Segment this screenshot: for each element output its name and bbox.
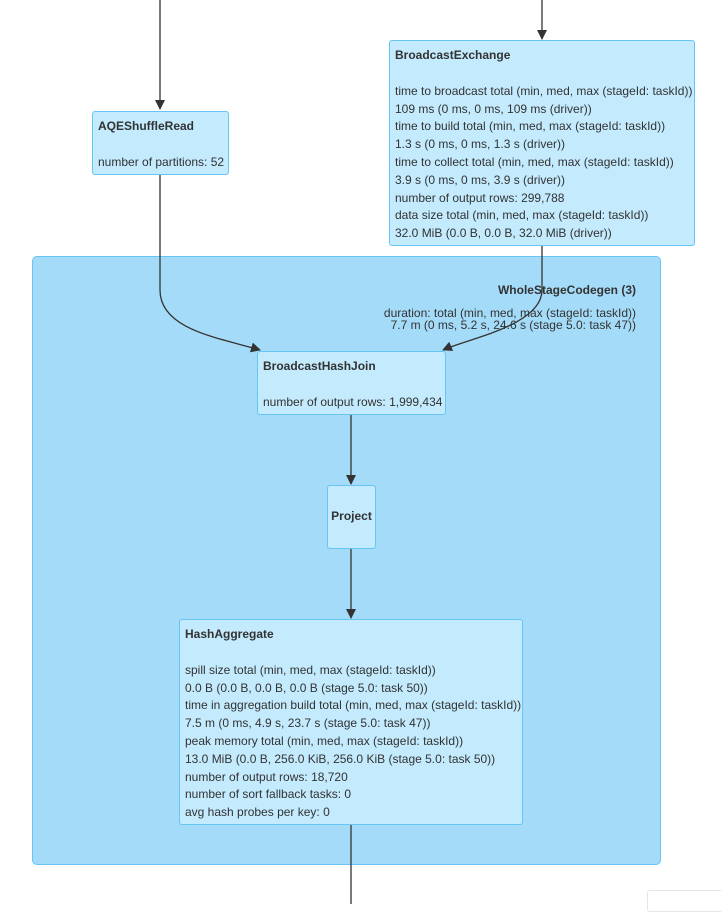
corner-widget [647,890,721,912]
node-project[interactable]: Project [327,485,376,549]
node-title: BroadcastHashJoin [263,359,376,373]
metric-line: number of sort fallback tasks: 0 [185,787,352,802]
cluster-duration-metric: duration: total (min, med, max (stageId:… [384,307,636,331]
metric-line: time in aggregation build total (min, me… [185,698,522,713]
metric-line: peak memory total (min, med, max (stageI… [185,733,464,748]
node-metrics: number of partitions: 52 [98,154,225,172]
cluster-title: WholeStageCodegen (3) [497,283,636,297]
metric-line: number of output rows: 299,788 [395,190,565,205]
node-title: AQEShuffleRead [98,119,195,133]
node-metrics: spill size total (min, med, max (stageId… [185,662,522,822]
cluster-metric-value: 7.7 m (0 ms, 5.2 s, 24.6 s (stage 5.0: t… [390,318,636,332]
metric-line: 109 ms (0 ms, 0 ms, 109 ms (driver)) [395,101,592,116]
metric-line: 1.3 s (0 ms, 0 ms, 1.3 s (driver)) [395,137,566,152]
metric-line: number of partitions: 52 [98,154,225,169]
node-title: Project [331,509,372,524]
node-hash-aggregate[interactable]: HashAggregate spill size total (min, med… [179,619,523,825]
node-metrics: number of output rows: 1,999,434 [263,394,443,412]
node-title: BroadcastExchange [395,48,511,62]
metric-line: 0.0 B (0.0 B, 0.0 B, 0.0 B (stage 5.0: t… [185,680,428,695]
metric-line: number of output rows: 1,999,434 [263,394,443,409]
metric-line: number of output rows: 18,720 [185,769,348,784]
node-broadcast-hash-join[interactable]: BroadcastHashJoin number of output rows:… [257,351,446,415]
metric-line: 13.0 MiB (0.0 B, 256.0 KiB, 256.0 KiB (s… [185,751,496,766]
metric-line: time to build total (min, med, max (stag… [395,119,666,134]
metric-line: 32.0 MiB (0.0 B, 0.0 B, 32.0 MiB (driver… [395,226,612,241]
node-title: HashAggregate [185,627,274,641]
node-aqe-shuffle-read[interactable]: AQEShuffleRead number of partitions: 52 [92,111,229,175]
node-broadcast-exchange[interactable]: BroadcastExchange time to broadcast tota… [389,40,695,246]
metric-line: 7.5 m (0 ms, 4.9 s, 23.7 s (stage 5.0: t… [185,716,431,731]
metric-line: spill size total (min, med, max (stageId… [185,662,436,677]
metric-line: time to collect total (min, med, max (st… [395,154,674,169]
metric-line: data size total (min, med, max (stageId:… [395,208,649,223]
metric-line: time to broadcast total (min, med, max (… [395,83,693,98]
metric-line: 3.9 s (0 ms, 0 ms, 3.9 s (driver)) [395,172,566,187]
node-metrics: time to broadcast total (min, med, max (… [395,83,693,243]
metric-line: avg hash probes per key: 0 [185,805,330,820]
